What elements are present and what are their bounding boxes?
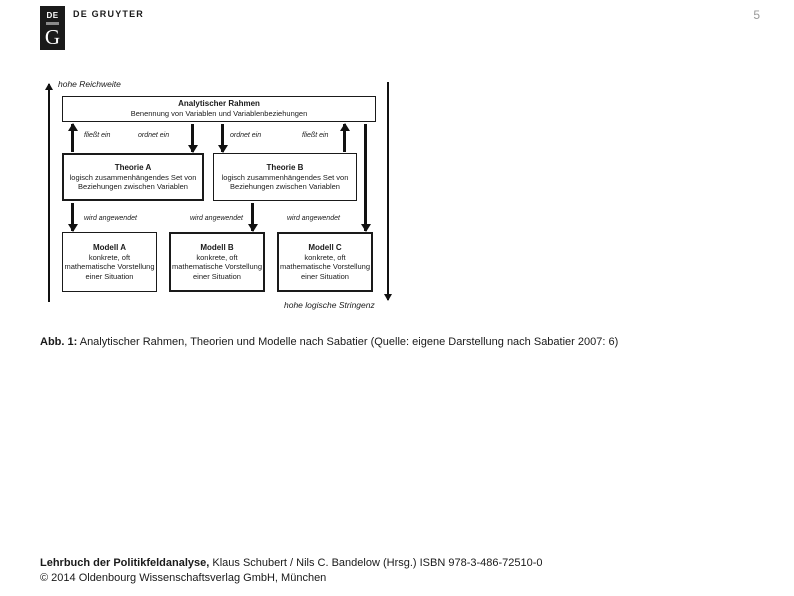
arrow-ordnet-ein-right — [217, 124, 228, 153]
label-wird-angewendet-3: wird angewendet — [287, 215, 340, 222]
right-axis-label: hohe logische Stringenz — [284, 300, 375, 310]
up-arrowhead-icon — [44, 83, 53, 90]
label-wird-angewendet-2: wird angewendet — [190, 215, 243, 222]
box-modell-c: Modell C konkrete, oft mathematische Vor… — [277, 232, 373, 292]
arrow-fliesst-ein-right — [339, 123, 350, 152]
left-axis-arrow — [44, 83, 53, 302]
down-arrowhead-icon — [247, 224, 258, 232]
up-arrowhead-icon — [67, 123, 78, 131]
box-modell-b: Modell B konkrete, oft mathematische Vor… — [169, 232, 265, 292]
box-body: konkrete, oft mathematische Vorstellung … — [64, 252, 155, 281]
box-title: Analytischer Rahmen — [178, 99, 260, 109]
arrow-fliesst-ein-left — [67, 123, 78, 152]
editors-isbn: Klaus Schubert / Nils C. Bandelow (Hrsg.… — [209, 557, 543, 569]
arrow-rahmen-to-modell-c — [360, 124, 371, 232]
label-ordnet-ein-right: ordnet ein — [230, 132, 262, 139]
label-fliesst-ein-right: fließt ein — [302, 132, 329, 139]
box-title: Modell A — [92, 242, 127, 252]
logo-g-letter: G — [44, 25, 61, 49]
box-theorie-a: Theorie A logisch zusammenhängendes Set … — [62, 153, 204, 201]
page-number: 5 — [753, 8, 760, 22]
imprint-line-2: © 2014 Oldenbourg Wissenschaftsverlag Gm… — [40, 571, 327, 584]
left-axis-label: hohe Reichweite — [58, 79, 121, 89]
arrow-wird-angewendet-a — [67, 203, 78, 232]
publisher-logo: DE G — [40, 6, 65, 50]
box-title: Modell B — [200, 242, 234, 252]
down-arrowhead-icon — [187, 145, 198, 153]
box-body: konkrete, oft mathematische Vorstellung … — [171, 252, 263, 281]
imprint-line-1: Lehrbuch der Politikfeldanalyse, Klaus S… — [40, 556, 750, 571]
logo-de-text: DE — [46, 11, 59, 20]
label-wird-angewendet-1: wird angewendet — [84, 215, 137, 222]
box-title: Theorie B — [266, 162, 304, 172]
arrow-wird-angewendet-b — [247, 203, 258, 232]
box-modell-a: Modell A konkrete, oft mathematische Vor… — [62, 232, 157, 292]
box-title: Modell C — [308, 242, 342, 252]
box-body: logisch zusammenhängendes Set von Bezieh… — [221, 172, 349, 191]
publisher-name: DE GRUYTER — [73, 9, 145, 19]
down-arrowhead-icon — [360, 224, 371, 232]
caption-label: Abb. 1: — [40, 336, 78, 348]
right-axis-arrow — [383, 82, 392, 301]
down-arrowhead-icon — [383, 294, 392, 301]
imprint-footer: Lehrbuch der Politikfeldanalyse, Klaus S… — [40, 556, 750, 586]
arrow-ordnet-ein-left — [187, 124, 198, 153]
up-arrowhead-icon — [339, 123, 350, 131]
caption-text: Analytischer Rahmen, Theorien und Modell… — [77, 336, 619, 348]
figure-caption: Abb. 1: Analytischer Rahmen, Theorien un… — [40, 336, 750, 348]
logo-divider — [46, 22, 59, 25]
label-fliesst-ein-left: fließt ein — [84, 132, 111, 139]
box-analytischer-rahmen: Analytischer Rahmen Benennung von Variab… — [62, 96, 376, 122]
down-arrowhead-icon — [67, 224, 78, 232]
box-title: Theorie A — [114, 162, 152, 172]
box-theorie-b: Theorie B logisch zusammenhängendes Set … — [213, 153, 357, 201]
box-body: logisch zusammenhängendes Set von Bezieh… — [69, 172, 197, 191]
down-arrowhead-icon — [217, 145, 228, 153]
box-body: konkrete, oft mathematische Vorstellung … — [279, 252, 371, 281]
label-ordnet-ein-left: ordnet ein — [138, 132, 170, 139]
book-title: Lehrbuch der Politikfeldanalyse, — [40, 557, 210, 569]
box-body: Benennung von Variablen und Variablenbez… — [130, 109, 308, 119]
